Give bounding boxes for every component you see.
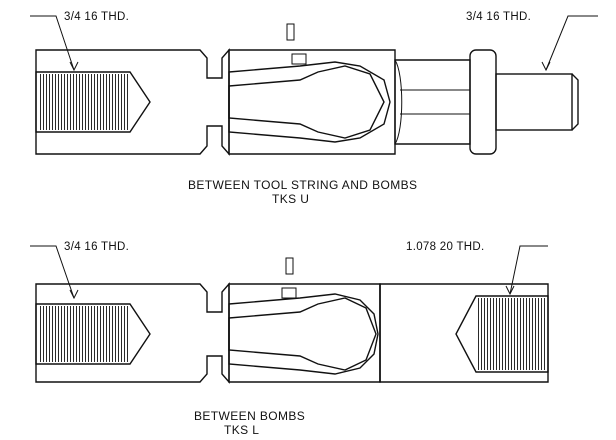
bottom-caption-line1: BETWEEN BOMBS — [194, 409, 305, 423]
bottom-socket-cavity — [228, 293, 379, 375]
bottom-right-thread-lines — [478, 298, 546, 370]
top-socket-housing — [228, 49, 396, 155]
bottom-section-mark — [285, 257, 294, 275]
bottom-right-leader — [509, 245, 548, 295]
bottom-left-thread-label: 3/4 16 THD. — [64, 241, 129, 253]
top-section-mark — [286, 23, 295, 41]
bottom-caption-line2: TKS L — [224, 423, 259, 437]
top-external-thread — [495, 73, 573, 131]
bottom-left-threaded-bore — [35, 303, 151, 365]
bottom-assembly: 3/4 16 THD. 1.078 20 THD. BETWEEN BOMBS … — [30, 241, 549, 437]
bottom-right-thread-label: 1.078 20 THD. — [406, 241, 484, 253]
bottom-ball-stem — [228, 297, 377, 371]
bottom-right-threaded-bore — [455, 295, 549, 373]
bottom-insert-cap — [281, 287, 297, 299]
top-left-thread-label: 3/4 16 THD. — [64, 11, 129, 23]
top-caption-line2: TKS U — [272, 192, 309, 206]
top-socket-cavity — [228, 61, 391, 143]
top-right-shaft — [394, 59, 471, 145]
bottom-left-leader — [30, 245, 75, 299]
top-caption-line1: BETWEEN TOOL STRING AND BOMBS — [188, 178, 417, 192]
top-left-leader — [30, 15, 75, 71]
bottom-left-thread-lines — [40, 306, 128, 362]
top-insert-cap — [291, 53, 307, 65]
top-left-thread-lines — [40, 74, 128, 130]
top-ball-stem — [228, 65, 385, 139]
top-left-threaded-bore — [35, 71, 151, 133]
top-right-thread-label: 3/4 16 THD. — [466, 11, 531, 23]
top-right-leader — [545, 15, 598, 71]
top-assembly: 3/4 16 THD. 3/4 16 THD. BETWEEN TOOL STR… — [30, 11, 598, 206]
top-right-collar — [469, 49, 497, 155]
